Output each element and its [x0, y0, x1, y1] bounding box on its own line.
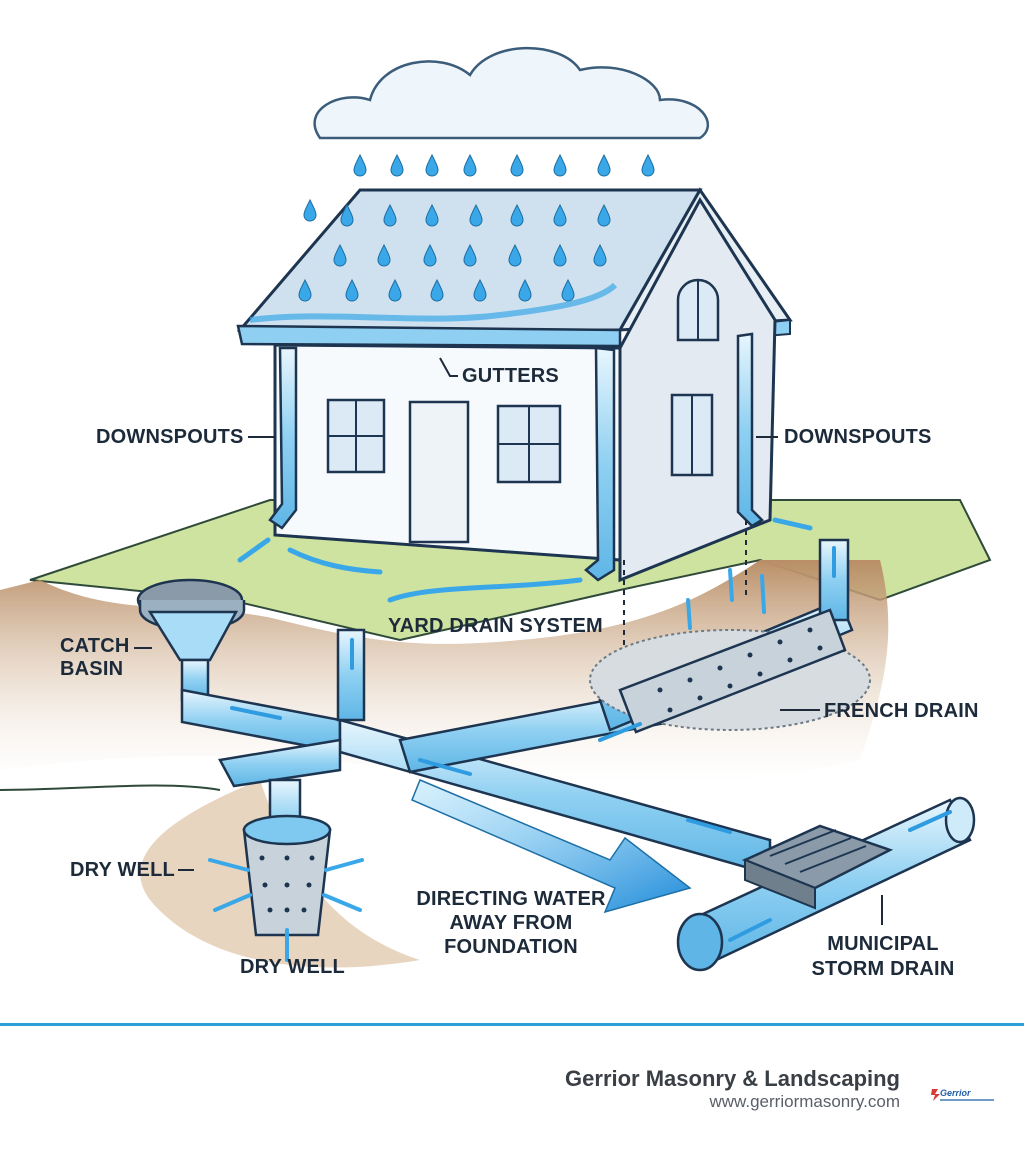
- surface-flow-arrows: [237, 517, 813, 603]
- municipal-storm-drain: [676, 796, 976, 972]
- direction-arrow: [411, 779, 692, 914]
- downspouts: [268, 332, 765, 582]
- pipe-flow-arrows: [230, 546, 952, 942]
- label-catch-basin-line1: CATCH: [60, 635, 130, 657]
- company-logo-text: Gerrior: [940, 1088, 971, 1098]
- footer-divider: [0, 1023, 1024, 1026]
- leader-lines: [134, 357, 883, 925]
- label-dry-well-bottom: DRY WELL: [240, 956, 345, 978]
- company-logo: [931, 1089, 994, 1101]
- label-directing-line2: AWAY FROM: [449, 912, 573, 934]
- footer-website: www.gerriormasonry.com: [709, 1092, 900, 1111]
- label-directing-line1: DIRECTING WATER: [416, 888, 606, 910]
- diagram-illustration: [0, 46, 992, 972]
- footer-company-name: Gerrior Masonry & Landscaping: [565, 1066, 900, 1091]
- label-gutters: GUTTERS: [462, 365, 559, 387]
- label-yard-drain: YARD DRAIN SYSTEM: [388, 615, 603, 637]
- label-french-drain: FRENCH DRAIN: [824, 700, 979, 722]
- cloud: [313, 46, 710, 140]
- house: [236, 187, 793, 583]
- dry-well: [208, 814, 364, 962]
- french-drain: [589, 568, 871, 734]
- label-downspouts-left: DOWNSPOUTS: [96, 426, 244, 448]
- label-directing-line3: FOUNDATION: [444, 936, 578, 958]
- label-municipal-line1: MUNICIPAL: [827, 933, 939, 955]
- label-downspouts-right: DOWNSPOUTS: [784, 426, 932, 448]
- label-dry-well-side: DRY WELL: [70, 859, 175, 881]
- rain-drops: [303, 153, 655, 227]
- label-catch-basin-line2: BASIN: [60, 658, 124, 680]
- label-municipal-line2: STORM DRAIN: [811, 958, 955, 980]
